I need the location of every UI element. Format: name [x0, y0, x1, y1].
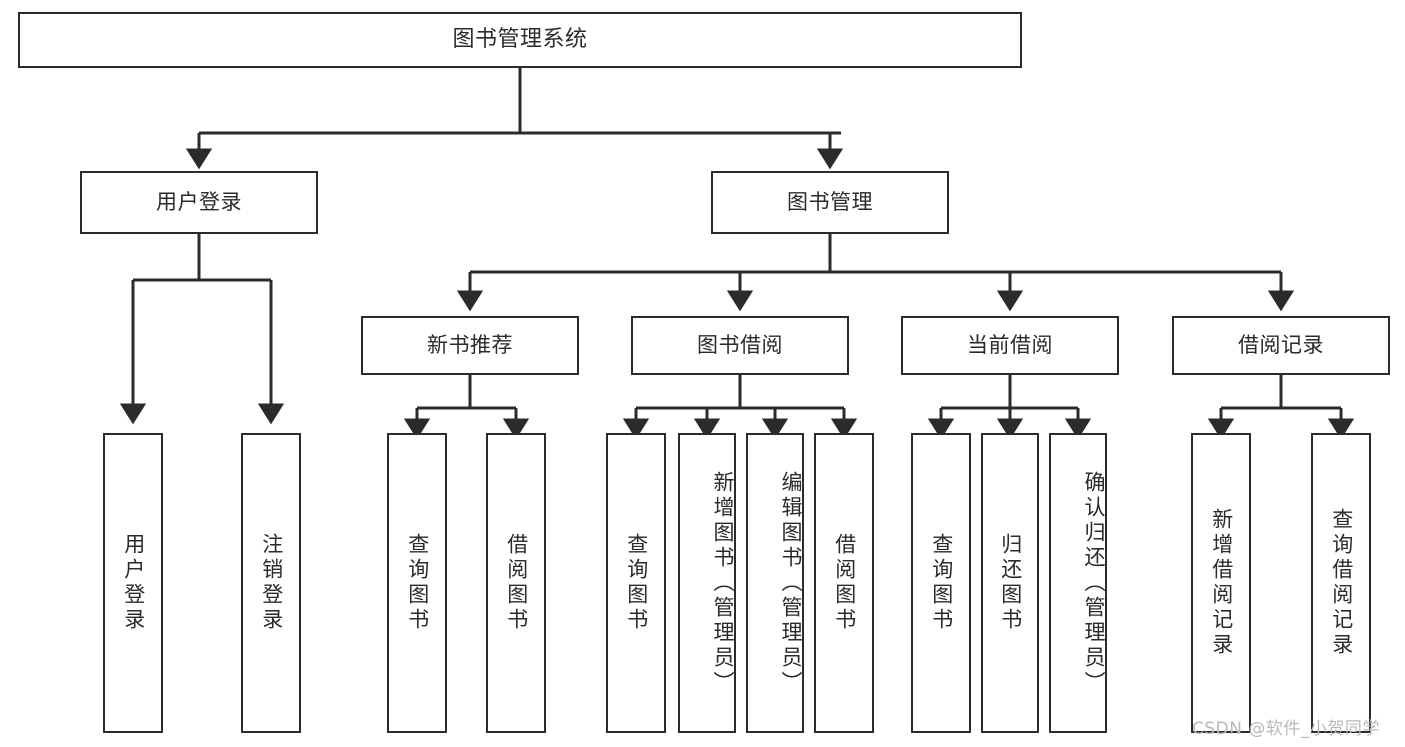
node-label: 新增借阅记录: [1209, 508, 1234, 658]
node-label: 用户登录: [121, 533, 146, 633]
node-label: 归还图书: [998, 533, 1023, 633]
node-borrow-record[interactable]: 借阅记录: [1172, 316, 1390, 375]
node-label: 确认归还（管理员）: [1082, 470, 1106, 696]
node-label: 查询借阅记录: [1329, 508, 1354, 658]
leaf-current-borrow-confirm-return[interactable]: 确认归还（管理员）: [1049, 433, 1107, 733]
leaf-book-borrow-add[interactable]: 新增图书（管理员）: [678, 433, 736, 733]
leaf-book-borrow-borrow[interactable]: 借阅图书: [814, 433, 874, 733]
node-book-management[interactable]: 图书管理: [711, 171, 949, 234]
node-label: 新增图书（管理员）: [711, 470, 735, 696]
node-label: 用户登录: [156, 189, 242, 214]
node-label: 借阅图书: [832, 533, 857, 633]
node-root-system[interactable]: 图书管理系统: [18, 12, 1022, 68]
leaf-user-login-logout[interactable]: 注销登录: [241, 433, 301, 733]
leaf-borrow-record-query[interactable]: 查询借阅记录: [1311, 433, 1371, 733]
leaf-book-borrow-edit[interactable]: 编辑图书（管理员）: [746, 433, 804, 733]
node-label: 编辑图书（管理员）: [779, 470, 803, 696]
leaf-borrow-record-add[interactable]: 新增借阅记录: [1191, 433, 1251, 733]
node-label: 图书借阅: [697, 332, 783, 357]
node-book-borrow[interactable]: 图书借阅: [631, 316, 849, 375]
leaf-new-book-query[interactable]: 查询图书: [387, 433, 447, 733]
node-label: 新书推荐: [427, 332, 513, 357]
node-label: 查询图书: [405, 533, 430, 633]
leaf-user-login-login[interactable]: 用户登录: [103, 433, 163, 733]
node-user-login[interactable]: 用户登录: [80, 171, 318, 234]
node-label: 查询图书: [929, 533, 954, 633]
leaf-current-borrow-query[interactable]: 查询图书: [911, 433, 971, 733]
leaf-new-book-borrow[interactable]: 借阅图书: [486, 433, 546, 733]
node-label: 当前借阅: [967, 332, 1053, 357]
leaf-current-borrow-return[interactable]: 归还图书: [981, 433, 1039, 733]
node-current-borrow[interactable]: 当前借阅: [901, 316, 1119, 375]
node-new-book-recommend[interactable]: 新书推荐: [361, 316, 579, 375]
node-label: 查询图书: [624, 533, 649, 633]
node-label: 借阅记录: [1238, 332, 1324, 357]
csdn-watermark: CSDN @软件_小贺同学: [1192, 719, 1380, 739]
node-label: 图书管理: [787, 189, 873, 214]
node-label: 注销登录: [259, 533, 284, 633]
node-label: 图书管理系统: [452, 26, 588, 52]
leaf-book-borrow-query[interactable]: 查询图书: [606, 433, 666, 733]
node-label: 借阅图书: [504, 533, 529, 633]
